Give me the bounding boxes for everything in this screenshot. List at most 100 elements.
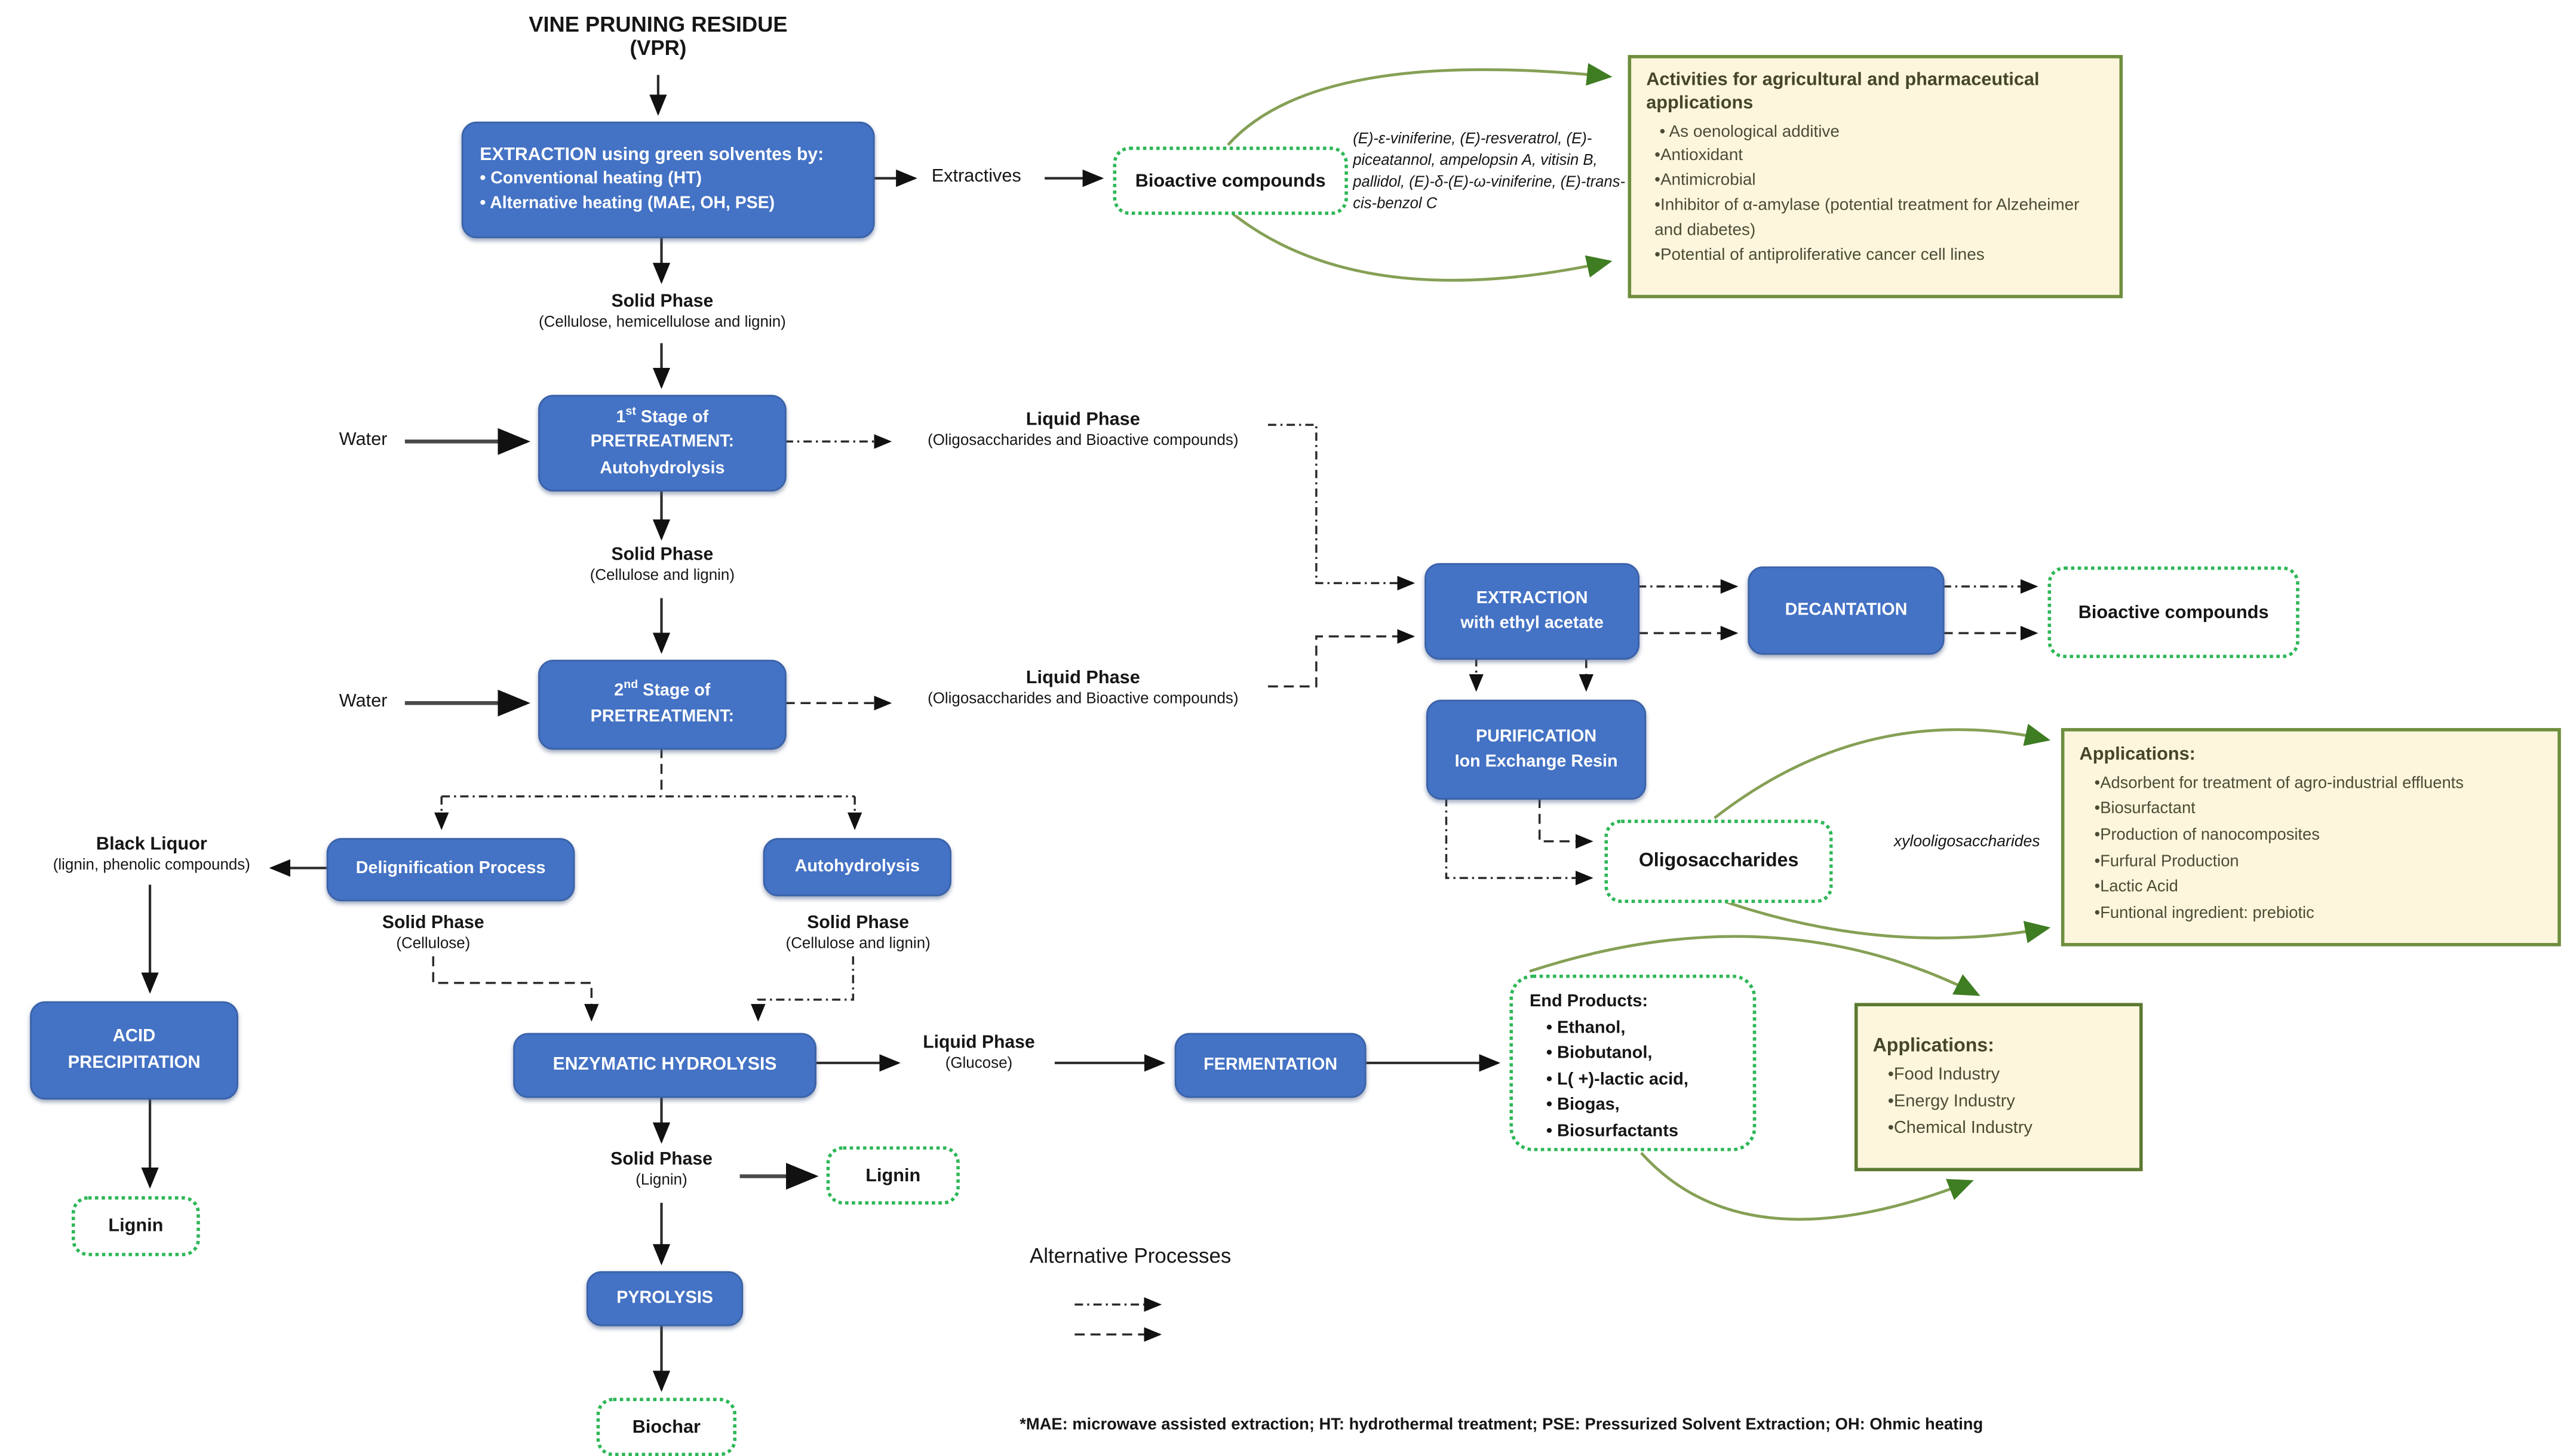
route-liquidphase1-to-extractionea xyxy=(1267,423,1416,591)
stage1-line3: Autohydrolysis xyxy=(600,459,725,478)
end-products-item: • Biogas, xyxy=(1546,1096,1620,1116)
label-solid-cellulose-lignin: Solid Phase (Cellulose and lignin) xyxy=(733,913,982,954)
extraction-main-bullet1: • Conventional heating (HT) xyxy=(480,170,702,189)
activities-item: •Potential of antiproliferative cancer c… xyxy=(1654,245,1985,265)
applications1-item: •Biosurfactant xyxy=(2094,800,2196,819)
acid-line1: ACID xyxy=(112,1025,156,1046)
node-extraction-main: EXTRACTION using green solventes by: • C… xyxy=(461,121,875,238)
legend-title: Alternative Processes xyxy=(1030,1244,1232,1268)
node-purification: PURIFICATION Ion Exchange Resin xyxy=(1426,699,1647,800)
node-oligosaccharides: Oligosaccharides xyxy=(1604,819,1833,904)
purification-line2: Ion Exchange Resin xyxy=(1454,752,1618,772)
applications2-item: •Energy Industry xyxy=(1887,1092,2015,1111)
footnote: *MAE: microwave assisted extraction; HT:… xyxy=(1020,1416,1984,1435)
fermentation-label: FERMENTATION xyxy=(1203,1056,1338,1074)
activities-title: Activities for agricultural and pharmace… xyxy=(1646,70,2040,114)
pyrolysis-label: PYROLYSIS xyxy=(616,1289,713,1308)
applications1-item: •Adsorbent for treatment of agro-industr… xyxy=(2094,774,2464,792)
bioactive1-label: Bioactive compounds xyxy=(1135,170,1326,191)
applications1-item: •Funtional ingredient: prebiotic xyxy=(2094,904,2314,923)
decantation-label: DECANTATION xyxy=(1785,601,1908,620)
liquid-glucose-line1: Liquid Phase xyxy=(923,1033,1035,1053)
enzymatic-label: ENZYMATIC HYDROLYSIS xyxy=(552,1055,777,1076)
solid-lignin-line2: (Lignin) xyxy=(635,1171,687,1188)
node-fermentation: FERMENTATION xyxy=(1174,1033,1367,1098)
node-lignin-1: Lignin xyxy=(71,1196,200,1257)
extraction-ea-line1: EXTRACTION xyxy=(1476,589,1588,608)
solid-cellulose-line1: Solid Phase xyxy=(382,913,484,933)
curve-bioactive-to-activities-bottom xyxy=(1227,208,1613,282)
solid-phase2-line2: (Cellulose and lignin) xyxy=(589,566,735,583)
liquid-phase1-line2: (Oligosaccharides and Bioactive compound… xyxy=(928,431,1239,449)
liquid-glucose-line2: (Glucose) xyxy=(945,1054,1013,1071)
liquid-phase2-line2: (Oligosaccharides and Bioactive compound… xyxy=(928,689,1239,707)
label-solid-phase-1: Solid Phase (Cellulose, hemicellulose an… xyxy=(492,291,833,332)
node-acid-precipitation: ACID PRECIPITATION xyxy=(30,1001,238,1100)
solid-cellulose-line2: (Cellulose) xyxy=(396,935,471,951)
curve-oligos-to-applications1-top xyxy=(1714,723,2051,819)
activities-item: •Antimicrobial xyxy=(1654,171,1756,191)
node-bioactive-compounds-2: Bioactive compounds xyxy=(2047,566,2299,658)
node-end-products: End Products: • Ethanol, • Biobutanol, •… xyxy=(1509,974,1757,1151)
stage2-line1: 2nd Stage of xyxy=(614,680,711,701)
panel-activities: Activities for agricultural and pharmace… xyxy=(1628,55,2123,299)
solid-phase2-line1: Solid Phase xyxy=(611,545,714,565)
applications1-item: •Furfural Production xyxy=(2094,852,2239,871)
title-line1: VINE PRUNING RESIDUE xyxy=(529,11,788,37)
stage2-line2: PRETREATMENT: xyxy=(590,708,735,727)
node-enzymatic-hydrolysis: ENZYMATIC HYDROLYSIS xyxy=(513,1033,816,1098)
extraction-ea-line2: with ethyl acetate xyxy=(1460,615,1604,634)
node-pyrolysis: PYROLYSIS xyxy=(586,1271,744,1326)
route-purification-to-oligos-upper xyxy=(1538,798,1594,849)
label-solid-cellulose: Solid Phase (Cellulose) xyxy=(350,913,517,954)
autohydrolysis-label: Autohydrolysis xyxy=(794,858,920,876)
activities-item: • As oenological additive xyxy=(1659,122,1840,141)
applications2-title: Applications: xyxy=(1872,1036,1994,1056)
applications1-title: Applications: xyxy=(2079,744,2196,765)
node-bioactive-compounds-1: Bioactive compounds xyxy=(1113,146,1348,215)
curve-oligos-to-applications1-bottom xyxy=(1714,896,2051,944)
label-black-liquor: Black Liquor (lignin, phenolic compounds… xyxy=(30,835,273,876)
applications1-item: •Production of nanocomposites xyxy=(2094,826,2320,845)
node-lignin-2: Lignin xyxy=(826,1146,960,1205)
solid-cellulose-lignin-line1: Solid Phase xyxy=(807,913,910,933)
label-liquid-phase-2: Liquid Phase (Oligosaccharides and Bioac… xyxy=(899,668,1266,709)
label-solid-phase-2: Solid Phase (Cellulose and lignin) xyxy=(533,545,791,585)
node-biochar: Biochar xyxy=(596,1397,737,1456)
acid-line2: PRECIPITATION xyxy=(67,1052,201,1073)
label-solid-lignin: Solid Phase (Lignin) xyxy=(587,1150,736,1190)
node-autohydrolysis: Autohydrolysis xyxy=(763,838,951,896)
solid-phase1-line1: Solid Phase xyxy=(611,291,714,312)
label-xylooligosaccharides: xylooligosaccharides xyxy=(1893,833,2040,852)
end-products-item: • L( +)-lactic acid, xyxy=(1546,1071,1688,1089)
end-products-item: • Biosurfactants xyxy=(1546,1123,1679,1142)
label-extractives: Extractives xyxy=(931,166,1021,187)
lignin1-label: Lignin xyxy=(108,1216,164,1236)
liquid-phase1-line1: Liquid Phase xyxy=(1026,410,1140,430)
black-liquor-line1: Black Liquor xyxy=(96,834,207,855)
label-liquid-glucose: Liquid Phase (Glucose) xyxy=(908,1033,1049,1074)
applications1-item: •Lactic Acid xyxy=(2094,878,2178,897)
panel-applications-2: Applications: •Food Industry •Energy Ind… xyxy=(1854,1003,2143,1172)
route-purification-to-oligos-lower xyxy=(1445,798,1594,886)
stage1-line1: 1st Stage of xyxy=(616,406,709,427)
label-water-1: Water xyxy=(339,429,388,450)
solid-cellulose-lignin-line2: (Cellulose and lignin) xyxy=(785,935,931,951)
end-products-item: • Biobutanol, xyxy=(1546,1045,1653,1064)
panel-applications-1: Applications: •Adsorbent for treatment o… xyxy=(2061,728,2561,947)
biochar-label: Biochar xyxy=(632,1417,701,1437)
curve-bioactive-to-activities-top xyxy=(1227,63,1613,146)
curve-endproducts-to-applications2-top xyxy=(1529,935,1981,996)
diagram-title: VINE PRUNING RESIDUE (VPR) xyxy=(500,12,816,60)
delignification-label: Delignification Process xyxy=(355,860,546,878)
solid-phase1-line2: (Cellulose, hemicellulose and lignin) xyxy=(539,313,786,330)
curve-endproducts-to-applications2-bottom xyxy=(1640,1151,1974,1221)
route-solidcellulose-to-enzymatic xyxy=(432,956,599,1022)
applications2-item: •Chemical Industry xyxy=(1887,1119,2032,1138)
end-products-title: End Products: xyxy=(1529,993,1648,1012)
purification-line1: PURIFICATION xyxy=(1476,727,1597,746)
label-water-2: Water xyxy=(339,691,388,712)
oligosaccharides-label: Oligosaccharides xyxy=(1638,851,1799,872)
